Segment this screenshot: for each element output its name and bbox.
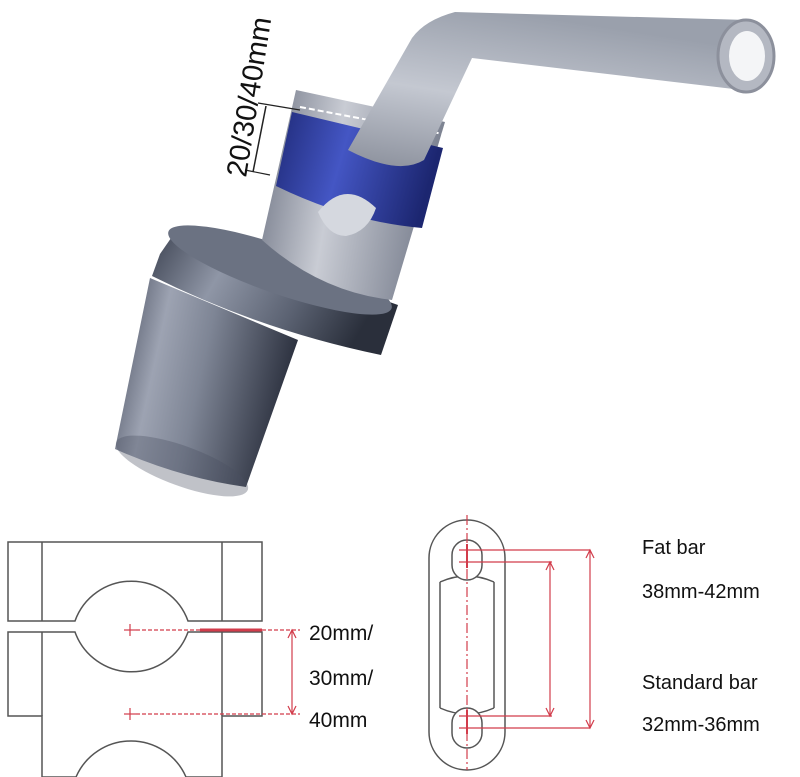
offset-label-30mm: 30mm/ <box>309 667 373 690</box>
offset-arrow-top <box>287 628 297 639</box>
offset-arrow-bottom <box>287 705 297 716</box>
height-dimension-line <box>252 105 267 173</box>
clamp-top-half <box>7 541 263 622</box>
top-view-dimensions <box>459 515 595 770</box>
fat-bar-arrow-bottom <box>585 719 595 730</box>
handlebar-tube <box>348 12 748 167</box>
standard-bar-title: Standard bar <box>642 672 758 694</box>
riser-flange-top <box>168 225 392 315</box>
height-options-label: 20/30/40mm <box>221 15 278 179</box>
fat-bar-title: Fat bar <box>642 537 706 559</box>
height-dimension-tick-top <box>257 102 301 111</box>
standard-bar-arrow-top <box>545 560 555 571</box>
clamp-bottom-half <box>7 631 263 777</box>
handlebar-tube-bore <box>729 31 765 81</box>
fat-bar-arrow-top <box>585 548 595 559</box>
standard-bar-arrow-bottom <box>545 707 555 718</box>
height-dimension-tick-bottom <box>244 169 271 176</box>
standard-bar-range: 32mm-36mm <box>642 714 760 736</box>
fat-bar-range: 38mm-42mm <box>642 581 760 603</box>
front-view-dimensions <box>124 624 300 720</box>
offset-label-40mm: 40mm <box>309 709 367 732</box>
bar-cutout <box>318 193 376 236</box>
riser-base-tube <box>115 278 298 487</box>
riser-illustration: 20/30/40mm <box>115 12 776 497</box>
clamp-front-view <box>7 541 263 777</box>
offset-label-20mm: 20mm/ <box>309 622 373 645</box>
riser-base-bottom <box>115 435 249 497</box>
